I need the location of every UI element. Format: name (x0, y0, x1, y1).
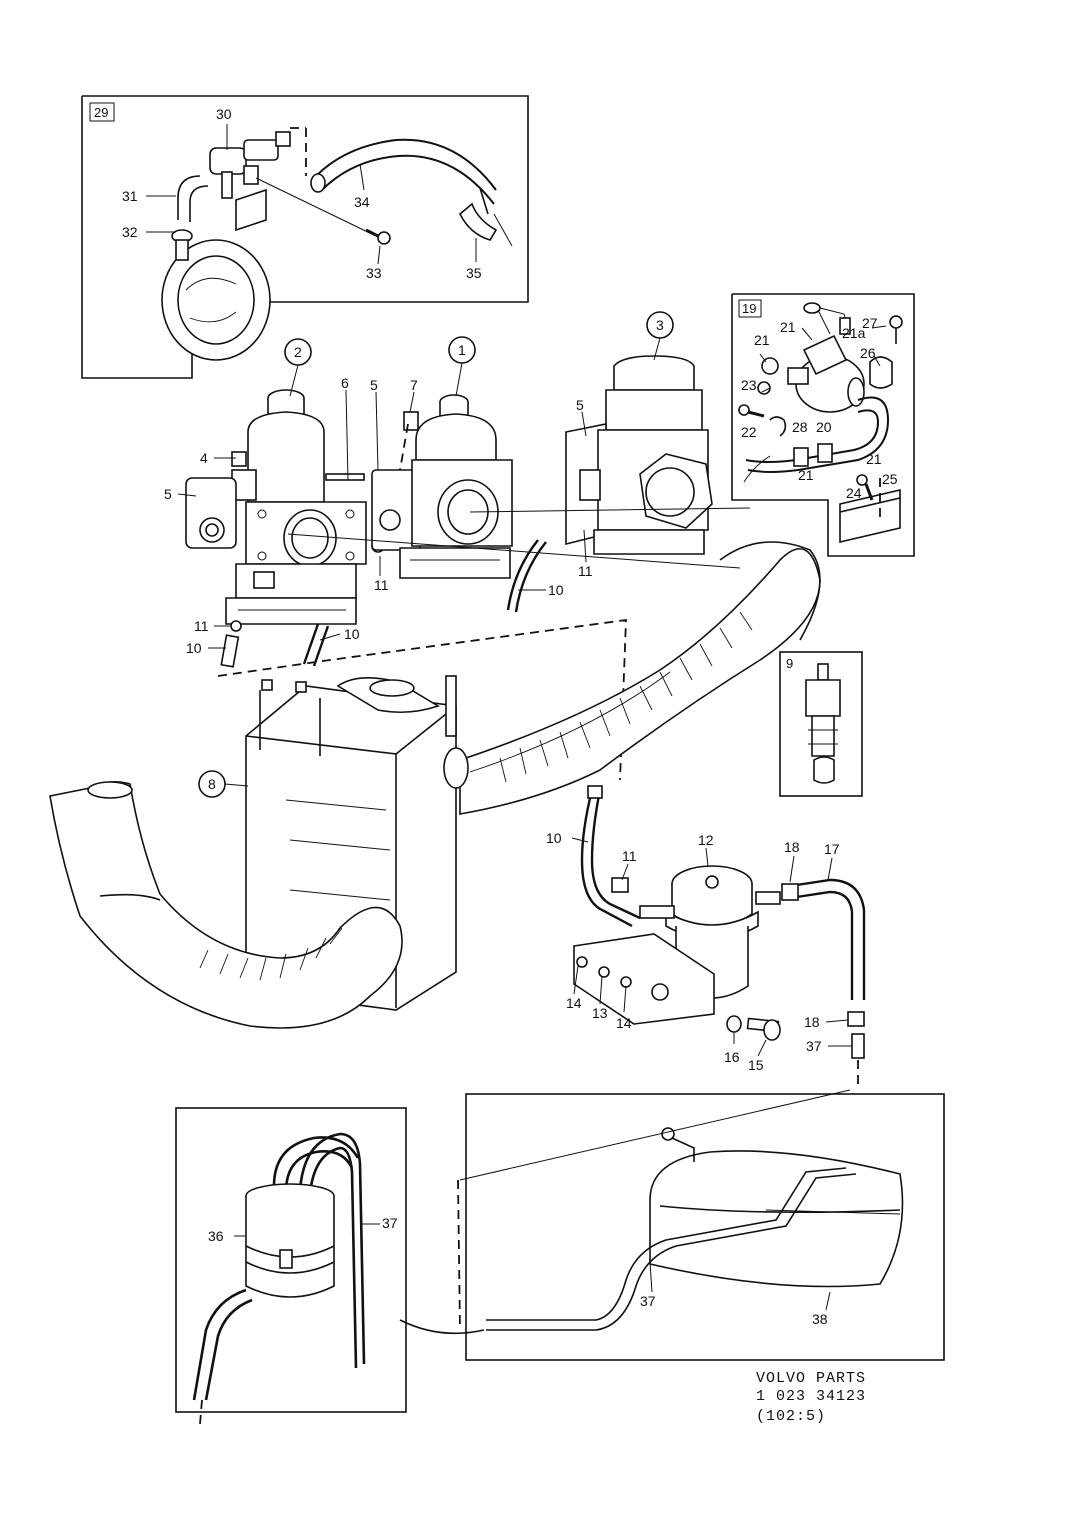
inset-29: 29 (81, 95, 529, 379)
label-26: 26 (860, 345, 876, 361)
footer-part-number: 1 023 34123 (756, 1388, 866, 1405)
label-14-right: 14 (616, 1015, 632, 1031)
label-37-tank: 37 (640, 1293, 656, 1309)
label-5-mid: 5 (370, 377, 378, 393)
label-5-right: 5 (576, 397, 584, 413)
footer-brand: VOLVO PARTS (756, 1370, 866, 1387)
label-30: 30 (216, 106, 232, 122)
label-6: 6 (341, 375, 349, 391)
label-18-bottom: 18 (804, 1014, 820, 1030)
label-10-mid: 10 (344, 626, 360, 642)
label-31: 31 (122, 188, 138, 204)
label-15: 15 (748, 1057, 764, 1073)
label-36: 36 (208, 1228, 224, 1244)
label-18-top: 18 (784, 839, 800, 855)
svg-text:8: 8 (208, 776, 216, 792)
label-20: 20 (816, 419, 832, 435)
label-11-carb3: 11 (578, 563, 593, 579)
label-17: 17 (824, 841, 840, 857)
label-5-left: 5 (164, 486, 172, 502)
label-21a: 21a (842, 325, 866, 341)
label-21-left: 21 (754, 332, 770, 348)
label-32: 32 (122, 224, 138, 240)
label-14-left: 14 (566, 995, 582, 1011)
inset-9-number: 9 (786, 656, 793, 671)
filter-box (175, 1107, 407, 1425)
callout-2: 2 (284, 338, 312, 397)
label-25: 25 (882, 471, 898, 487)
label-38: 38 (812, 1311, 828, 1327)
label-35: 35 (466, 265, 482, 281)
callout-3: 3 (646, 311, 674, 361)
carburettor-2 (185, 389, 385, 625)
label-37-filter: 37 (382, 1215, 398, 1231)
label-33: 33 (366, 265, 382, 281)
label-11-carb1: 11 (374, 577, 389, 593)
label-10-right: 10 (548, 582, 564, 598)
label-7: 7 (410, 377, 418, 393)
carburettor-3 (565, 355, 713, 555)
inset-9: 9 (779, 651, 863, 797)
label-37-top: 37 (806, 1038, 822, 1054)
footer-section: (102:5) (756, 1408, 826, 1425)
label-10-lower: 10 (546, 830, 562, 846)
label-21-right: 21 (866, 451, 882, 467)
tank-box (399, 1089, 945, 1361)
label-34: 34 (354, 194, 370, 210)
label-11-lower: 11 (622, 848, 637, 864)
inset-19: 19 (731, 293, 915, 557)
pressure-regulator (573, 865, 781, 1041)
callout-1: 1 (448, 336, 476, 397)
intake-hose (443, 541, 821, 815)
inset-19-number: 19 (742, 301, 756, 316)
callout-8: 8 (198, 770, 249, 798)
label-21-top: 21 (780, 319, 796, 335)
label-13: 13 (592, 1005, 608, 1021)
label-28: 28 (792, 419, 808, 435)
label-4: 4 (200, 450, 208, 466)
label-21-bottom: 21 (798, 467, 814, 483)
inlet-hose (49, 780, 403, 1029)
label-12: 12 (698, 832, 714, 848)
label-23: 23 (741, 377, 757, 393)
svg-text:3: 3 (656, 317, 664, 333)
inset-29-number: 29 (94, 105, 108, 120)
carburettor-1 (371, 394, 513, 579)
label-16: 16 (724, 1049, 740, 1065)
label-11-carb2: 11 (194, 618, 209, 634)
svg-text:2: 2 (294, 344, 302, 360)
label-27: 27 (862, 315, 878, 331)
label-24: 24 (846, 485, 862, 501)
label-10-left: 10 (186, 640, 202, 656)
label-22: 22 (741, 424, 757, 440)
svg-text:1: 1 (458, 342, 466, 358)
